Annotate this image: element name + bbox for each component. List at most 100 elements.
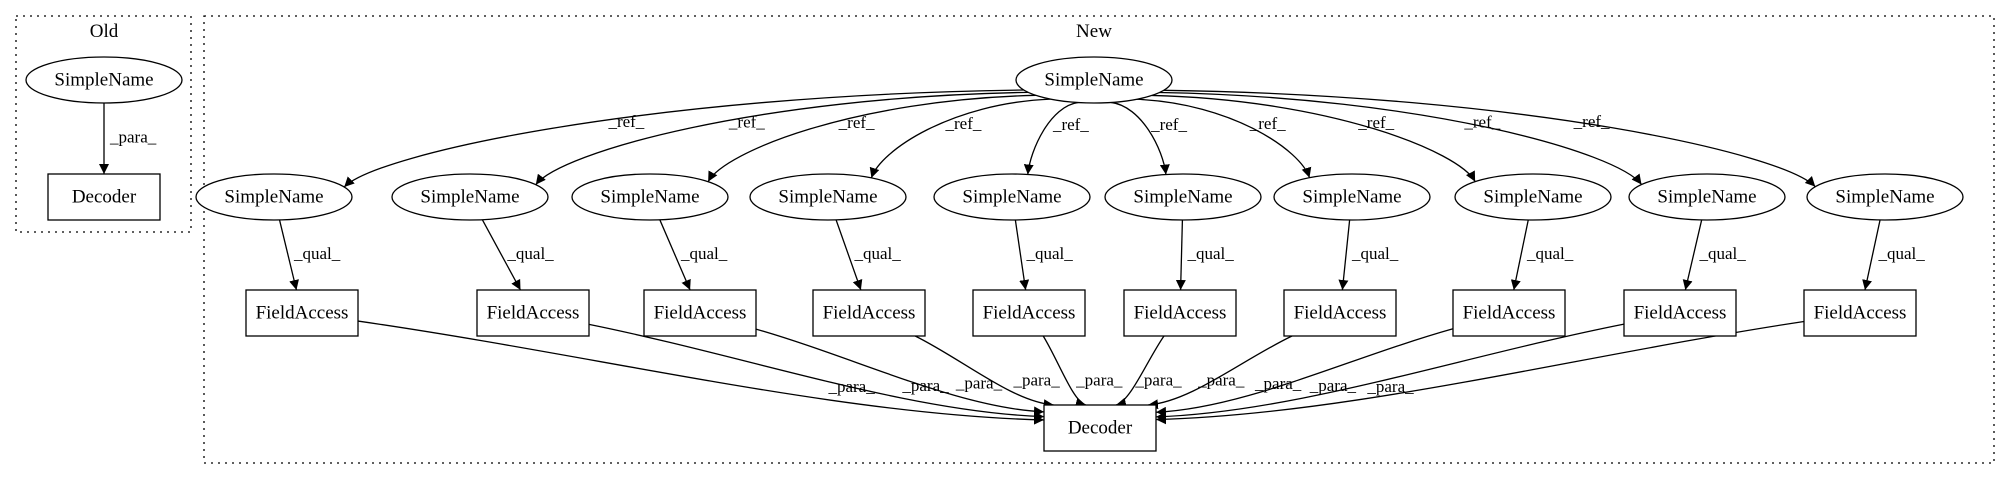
edge: _para_ xyxy=(1115,335,1182,408)
edge-label: _qual_ xyxy=(1351,244,1399,263)
box-node xyxy=(812,289,926,337)
ellipse-node xyxy=(1015,56,1173,104)
ellipse-node xyxy=(1454,173,1612,221)
node-fa9: FieldAccess xyxy=(1623,289,1737,337)
edge-line xyxy=(1014,219,1030,291)
edge-label: _qual_ xyxy=(1526,244,1574,263)
node-label: SimpleName xyxy=(420,187,519,208)
node-fa6: FieldAccess xyxy=(1123,289,1237,337)
edge-label: _qual_ xyxy=(680,244,728,263)
edge-line xyxy=(588,323,1045,422)
node-new_root: SimpleName xyxy=(1015,56,1173,104)
cluster-title: New xyxy=(1076,21,1112,42)
edge: _para_ xyxy=(755,328,1045,417)
ellipse-node xyxy=(391,173,549,221)
edge-line xyxy=(1175,219,1186,291)
node-label: FieldAccess xyxy=(256,303,349,324)
edge-label: _ref_ xyxy=(945,114,982,133)
node-label: FieldAccess xyxy=(654,303,747,324)
edge-line xyxy=(343,89,1024,188)
edge-line xyxy=(278,219,299,291)
edge-label: _qual_ xyxy=(506,244,554,263)
ellipse-node xyxy=(25,56,183,104)
cluster-title: Old xyxy=(90,21,119,42)
edge-label: _para_ xyxy=(955,374,1003,393)
node-label: Decoder xyxy=(72,187,137,208)
box-node xyxy=(1043,404,1157,452)
node-sn2: SimpleName xyxy=(391,173,549,221)
box-node xyxy=(47,173,161,221)
edge: _qual_ xyxy=(1338,219,1399,291)
edge: _ref_ xyxy=(535,91,1029,186)
edge-line xyxy=(1862,219,1881,291)
node-label: FieldAccess xyxy=(487,303,580,324)
node-fa2: FieldAccess xyxy=(476,289,590,337)
edge-label: _para_ xyxy=(1075,371,1123,390)
edge-label: _ref_ xyxy=(1150,115,1187,134)
node-label: SimpleName xyxy=(1133,187,1232,208)
edge: _ref_ xyxy=(1151,94,1476,182)
box-node xyxy=(1623,289,1737,337)
box-node xyxy=(476,289,590,337)
node-label: FieldAccess xyxy=(823,303,916,324)
edge: _ref_ xyxy=(1023,101,1089,175)
edge-line xyxy=(1042,335,1087,408)
node-label: FieldAccess xyxy=(1134,303,1227,324)
edge-line xyxy=(755,328,1045,417)
edge-label: _para_ xyxy=(109,128,157,147)
edge: _ref_ xyxy=(343,89,1024,188)
box-node xyxy=(1123,289,1237,337)
node-label: FieldAccess xyxy=(983,303,1076,324)
edge-line xyxy=(1155,328,1454,417)
box-node xyxy=(1283,289,1397,337)
edge-label: _qual_ xyxy=(853,244,901,263)
ellipse-node xyxy=(933,173,1091,221)
edge-line xyxy=(357,320,1045,425)
edge: _para_ xyxy=(914,335,1060,410)
edge-label: _qual_ xyxy=(1878,244,1926,263)
edge: _qual_ xyxy=(481,219,554,291)
node-fa1: FieldAccess xyxy=(245,289,359,337)
node-sn8: SimpleName xyxy=(1454,173,1612,221)
node-sn4: SimpleName xyxy=(749,173,907,221)
edge: _para_ xyxy=(1155,320,1805,425)
node-label: SimpleName xyxy=(54,70,153,91)
edge-label: _qual_ xyxy=(1187,244,1235,263)
edge-label: _ref_ xyxy=(1357,113,1394,132)
edge-label: _qual_ xyxy=(1699,244,1747,263)
edge-line xyxy=(835,219,863,291)
edge-line xyxy=(1510,219,1529,291)
edge-line xyxy=(481,219,522,291)
cluster-old: Old xyxy=(15,15,192,233)
edge-line xyxy=(1136,98,1312,178)
node-label: FieldAccess xyxy=(1463,303,1556,324)
node-sn5: SimpleName xyxy=(933,173,1091,221)
node-sn9: SimpleName xyxy=(1628,173,1786,221)
cluster-new: New xyxy=(203,15,1995,464)
edge: _ref_ xyxy=(707,94,1036,182)
node-label: SimpleName xyxy=(1835,187,1934,208)
edge-label: _ref_ xyxy=(607,112,644,131)
edge: _qual_ xyxy=(1510,219,1574,291)
box-node xyxy=(1803,289,1917,337)
edge: _ref_ xyxy=(1159,91,1643,185)
edge: _qual_ xyxy=(835,219,901,291)
cluster-border xyxy=(203,15,1995,464)
cluster-border xyxy=(15,15,192,233)
edge: _para_ xyxy=(99,103,157,174)
edge-label: _para_ xyxy=(1254,374,1302,393)
node-label: SimpleName xyxy=(1302,187,1401,208)
node-sn7: SimpleName xyxy=(1273,173,1431,221)
edge-label: _ref_ xyxy=(1249,114,1286,133)
edge-label: _qual_ xyxy=(293,244,341,263)
edge-label: _qual_ xyxy=(1025,244,1073,263)
edge: _para_ xyxy=(1147,335,1293,410)
node-label: FieldAccess xyxy=(1814,303,1907,324)
node-label: SimpleName xyxy=(1044,70,1143,91)
edge: _qual_ xyxy=(278,219,341,291)
ellipse-node xyxy=(195,173,353,221)
box-node xyxy=(245,289,359,337)
node-old_dec: Decoder xyxy=(47,173,161,221)
edge: _qual_ xyxy=(1175,219,1235,291)
